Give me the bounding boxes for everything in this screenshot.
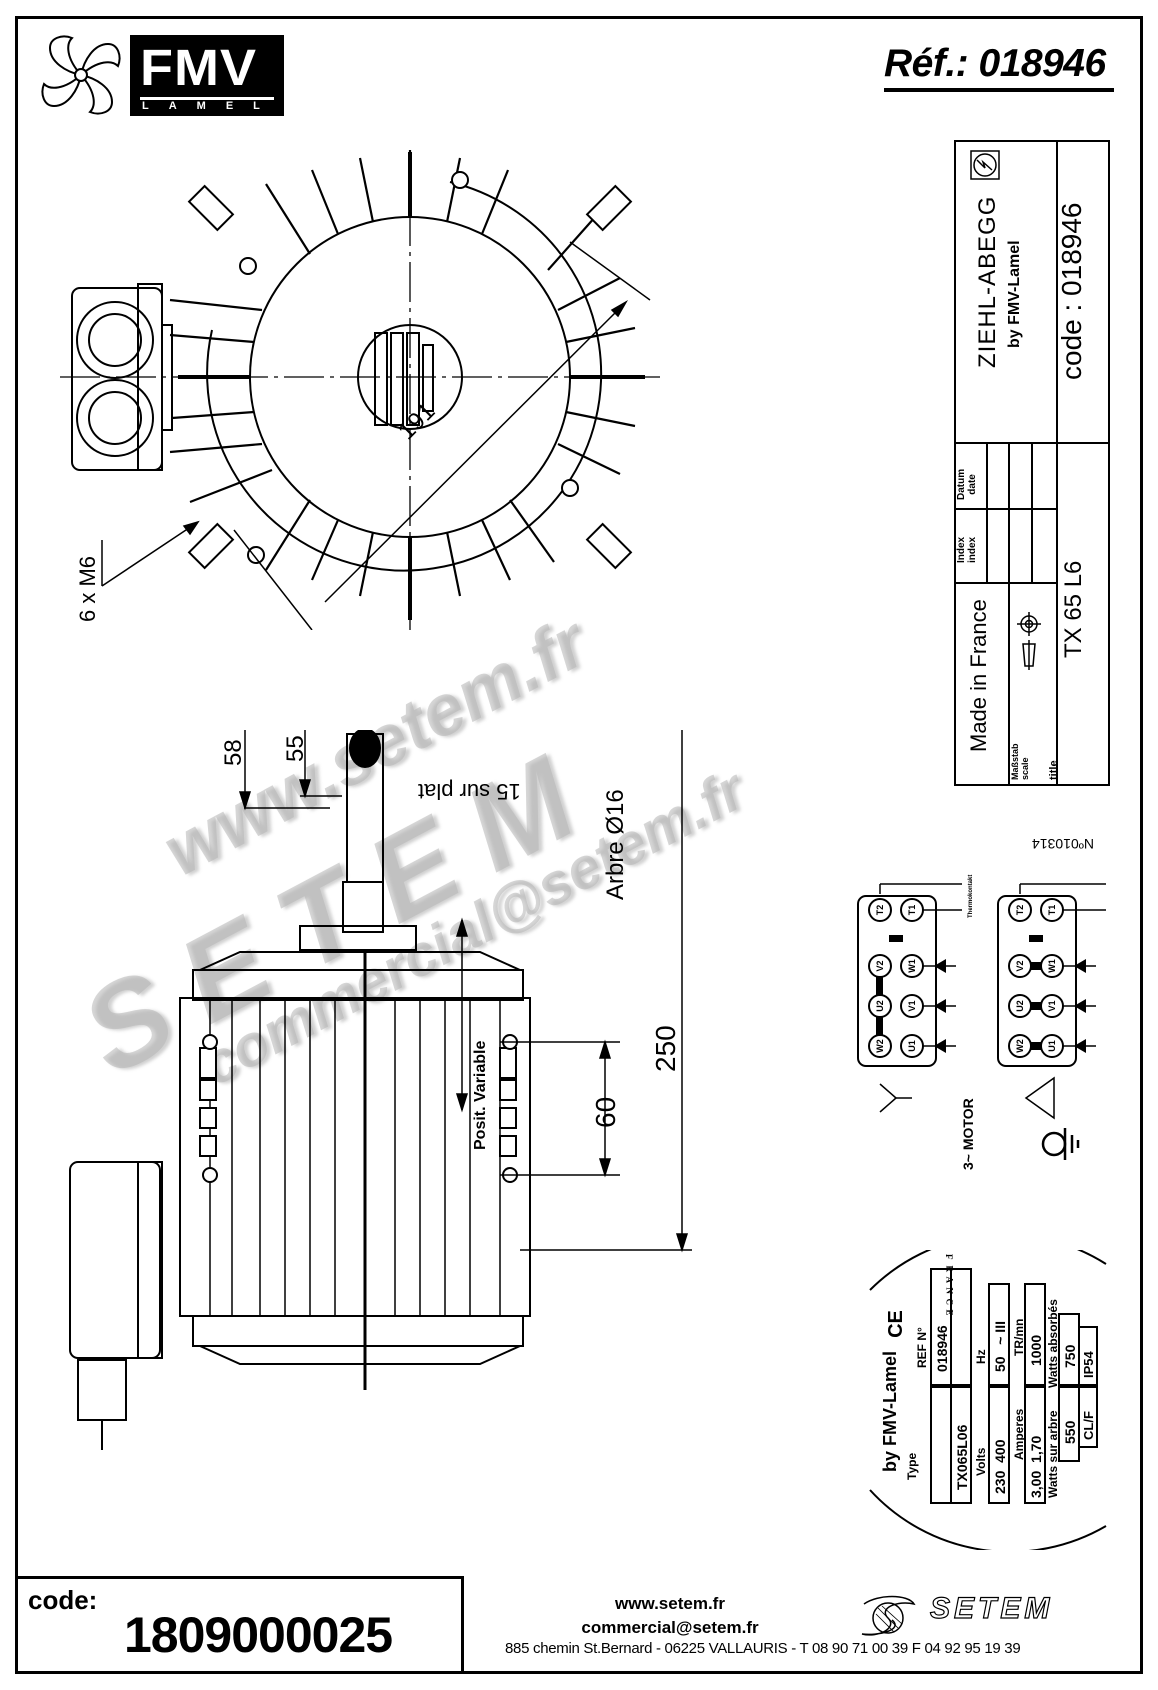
svg-text:V1: V1 [907,1000,917,1011]
ziehl-abegg-logo-icon [970,150,1000,180]
type-value-cell [930,1386,952,1504]
thermocontact-label: Thermokontakt [968,874,974,918]
contact-block: www.setem.fr commercial@setem.fr [520,1592,820,1640]
type-label: Type [905,1452,919,1480]
motor-side-view [69,730,692,1450]
volts-value-cell [988,1386,1010,1504]
absorbed-watts-value: 750 [1062,1344,1078,1368]
type-value-cell-2 [950,1386,972,1504]
svg-text:U2: U2 [1015,1000,1025,1012]
brand-main: FMV [140,39,257,97]
svg-text:U2: U2 [875,1000,885,1012]
code-box [15,1576,464,1674]
dimension-55: 55 [282,735,309,762]
type-value: TX065L06 [954,1424,970,1490]
delta-connection-icon [1024,1076,1055,1120]
star-connection-icon [879,1083,912,1113]
nameplate-maker: by FMV-Lamel [880,1350,900,1472]
title-block [954,140,1110,786]
volts-label: Volts [974,1447,988,1476]
svg-text:W1: W1 [1047,959,1057,973]
hz-label: Hz [974,1349,988,1364]
svg-text:T1: T1 [1047,905,1057,916]
title-block-code: code : 018946 [1056,202,1087,381]
hz-value: 50 ~ III [992,1321,1008,1372]
ref-label: REF N° [915,1327,929,1368]
svg-text:T2: T2 [1015,905,1025,916]
svg-text:W2: W2 [1015,1039,1025,1053]
drawing-number: Nº010314 [1032,836,1094,852]
svg-text:U1: U1 [907,1040,917,1052]
rpm-value-cell [1024,1283,1046,1386]
dimension-250: 250 [650,1025,681,1072]
country-letters: F R A N C E [944,1254,955,1316]
fmv-lamel-logo: FMV LAMEL [130,35,284,116]
shaft-callout: Arbre Ø16 [602,789,629,900]
motor-label: 3~ MOTOR [960,1098,976,1170]
wiring-diagrams: T2 T1 V2 W1 U2 V1 W2 U1 T2 T1 V2 W1 U2 V1 W2 U1 [857,883,1106,1067]
hz-value-cell [988,1283,1010,1386]
flat-callout: 15 sur plat [418,779,521,804]
ref-value: 018946 [934,1325,950,1372]
manufacturer-name: ZIEHL-ABEGG [974,195,1001,368]
brand-rule [140,97,274,100]
protection-value: IP54 [1081,1351,1096,1378]
svg-text:V1: V1 [1047,1000,1057,1011]
insulation-cell [1078,1386,1098,1448]
code-label: code: [28,1585,98,1615]
setem-logo-text: SETEM [929,1591,1054,1625]
brand-sub: LAMEL [142,100,280,112]
bolt-callout: 6 x M6 [75,555,100,622]
fan-logo-icon [41,35,121,115]
amperes-value-cell [1024,1386,1046,1504]
dimension-58: 58 [220,739,247,766]
ce-mark-icon: CE [885,1310,907,1338]
website-link[interactable]: www.setem.fr [615,1594,725,1613]
by-line: by FMV-Lamel [1006,240,1023,348]
svg-text:W2: W2 [875,1039,885,1053]
terminal-t1: T1 [907,905,917,916]
reference-number: Réf.: 018946 [884,42,1106,85]
projection-symbol-icon [1017,612,1041,670]
code-value: 1809000025 [124,1607,393,1663]
email-link[interactable]: commercial@setem.fr [581,1618,759,1637]
rpm-value: 1000 [1028,1334,1044,1366]
svg-text:CE: CE [885,1310,907,1338]
setem-globe-logo-icon [861,1595,916,1636]
dimension-60: 60 [590,1096,621,1128]
terminal-t2: T2 [875,905,885,916]
insulation-class: CL/F [1081,1411,1096,1440]
position-variable-label: Posit. Variable [472,1040,489,1150]
protection-cell [1078,1326,1098,1386]
reference-underline [884,88,1114,92]
drawing-frame [15,16,1143,1674]
svg-text:W1: W1 [907,959,917,973]
volts-value: 230 400 [992,1439,1008,1495]
ref-value-cell-2 [950,1268,972,1386]
ground-symbol-icon [1041,1128,1080,1160]
nameplate-outline [869,1250,1107,1550]
svg-text:V2: V2 [1015,960,1025,971]
svg-text:U1: U1 [1047,1040,1057,1052]
shaft-watts-value: 550 [1062,1420,1078,1444]
title-label: title [1048,760,1060,780]
amperes-value: 3,00 1,70 [1028,1435,1044,1498]
motor-front-view [60,150,660,630]
company-address: 885 chemin St.Bernard - 06225 VALLAURIS … [505,1640,1021,1657]
svg-text:V2: V2 [875,960,885,971]
model-title: TX 65 L6 [1060,560,1087,658]
made-in-label: Made in France [966,599,991,752]
